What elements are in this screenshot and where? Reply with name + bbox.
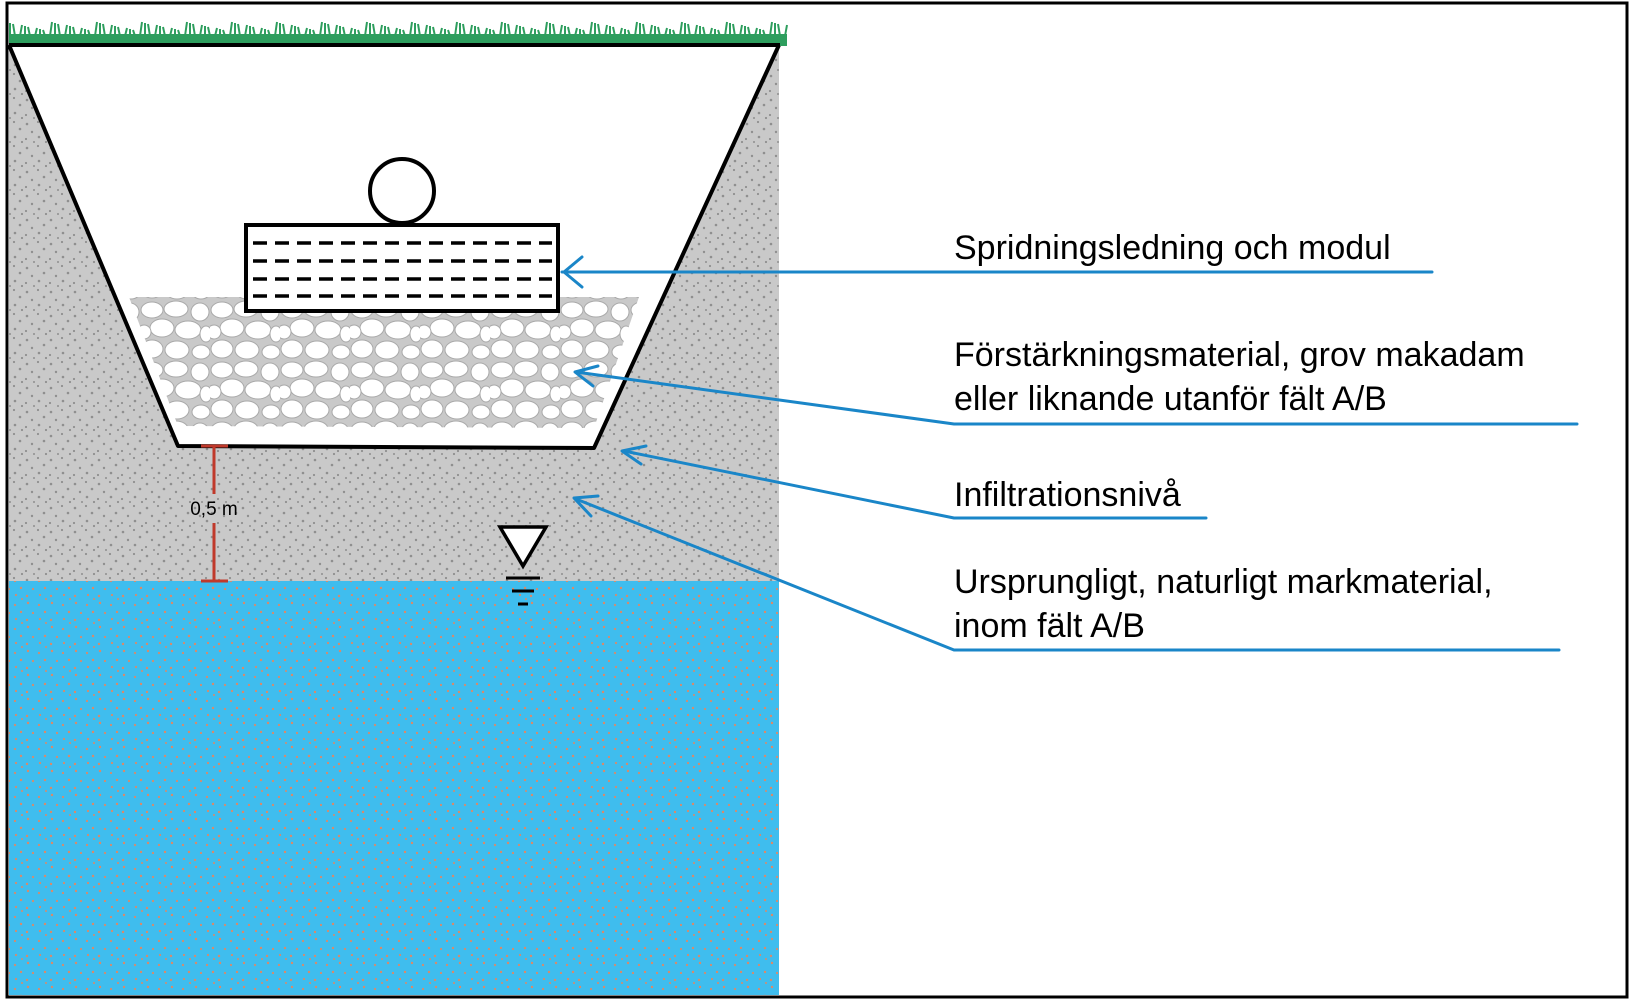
- distribution-module: [244, 223, 560, 313]
- label-infiltration-level: Infiltrationsnivå: [954, 476, 1181, 514]
- label-distribution-module: Spridningsledning och modul: [954, 229, 1391, 267]
- leader-line-infiltration: [622, 449, 1208, 520]
- label-natural-ground-line2: inom fält A/B: [954, 607, 1145, 645]
- label-natural-ground-line1: Ursprungligt, naturligt markmaterial,: [954, 563, 1493, 601]
- label-reinforcement-line2: eller liknande utanför fält A/B: [954, 380, 1387, 418]
- trench-outline: [7, 44, 781, 450]
- leader-line-gravel: [574, 370, 1579, 426]
- labels: Spridningsledning och modul Förstärkning…: [954, 229, 1525, 645]
- arrowhead-natural-ground: [572, 494, 600, 518]
- label-reinforcement-line1: Förstärkningsmaterial, grov makadam: [954, 336, 1525, 374]
- water-table-icon: [496, 525, 550, 606]
- arrowhead-module: [562, 255, 584, 289]
- depth-dimension: 0,5 m: [190, 444, 238, 583]
- groundwater-zone: [9, 581, 779, 995]
- arrowhead-gravel: [573, 364, 600, 388]
- leader-lines: [560, 255, 1579, 652]
- gravel-layer: [129, 297, 639, 428]
- leader-line-natural-ground: [574, 497, 1561, 652]
- dimension-label: 0,5 m: [190, 499, 238, 520]
- outer-frame: [5, 1, 1629, 999]
- pipe-icon: [368, 157, 436, 225]
- arrowhead-infiltration: [620, 444, 648, 466]
